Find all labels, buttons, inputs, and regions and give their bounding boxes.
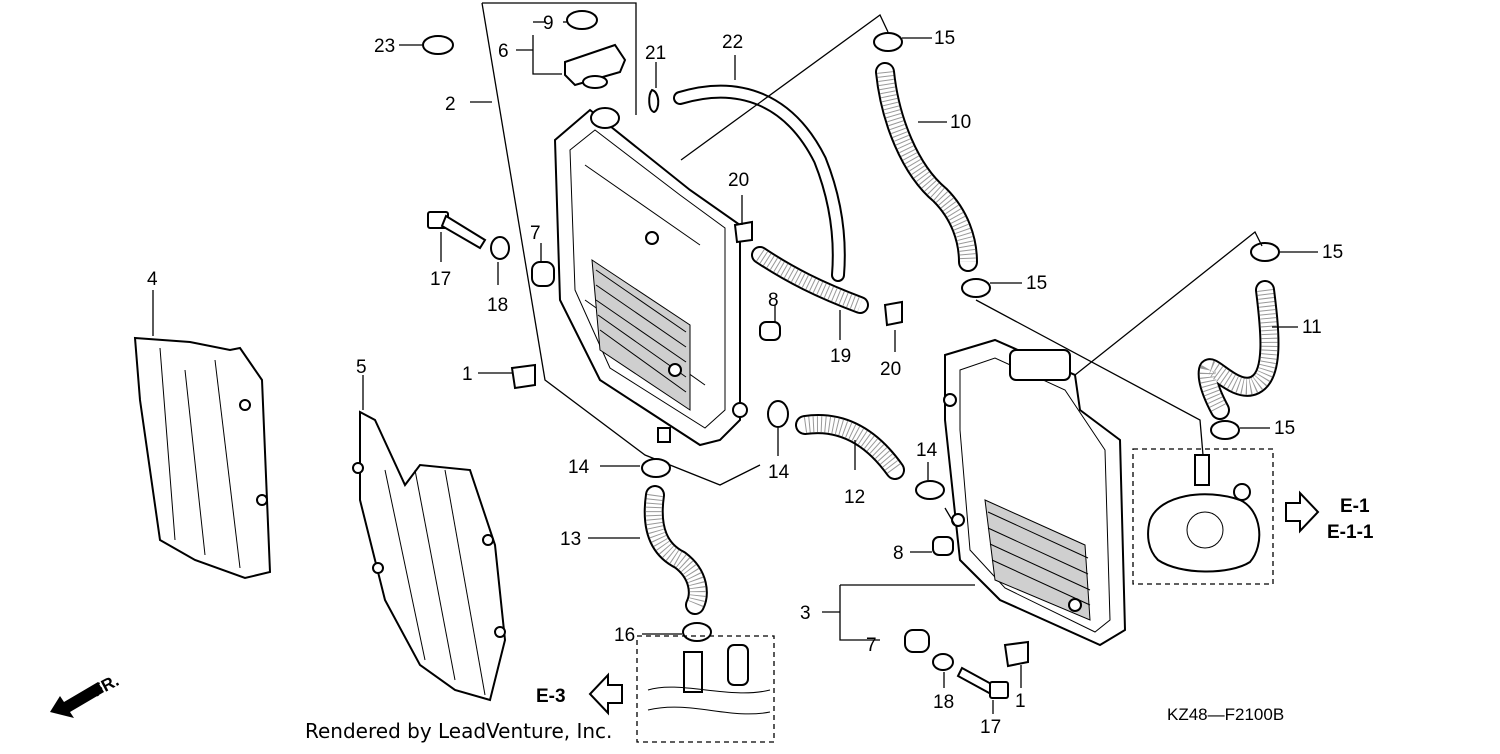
radiator-shroud[interactable] bbox=[133, 336, 272, 580]
section-references: E-1 E-1-1 E-3 bbox=[536, 496, 1374, 707]
ref-e1: E-1 bbox=[1340, 496, 1370, 517]
clip-20-bottom[interactable] bbox=[883, 300, 903, 327]
hose-22[interactable] bbox=[673, 84, 846, 282]
callout-15-d: 15 bbox=[1274, 418, 1295, 439]
cap-seal-23[interactable] bbox=[422, 35, 454, 55]
clamp-15-c[interactable] bbox=[1250, 242, 1280, 262]
front-arrow-icon bbox=[50, 682, 104, 718]
callout-18-b: 18 bbox=[933, 692, 954, 713]
washer-18-right[interactable] bbox=[932, 653, 954, 671]
callout-20-a: 20 bbox=[728, 170, 749, 191]
grommet-7-left[interactable] bbox=[531, 261, 555, 287]
callout-13: 13 bbox=[560, 529, 581, 550]
leader-lines bbox=[152, 14, 1318, 714]
ref-e1-1: E-1-1 bbox=[1327, 522, 1374, 543]
callout-3: 3 bbox=[800, 603, 811, 624]
filler-neck bbox=[590, 107, 620, 129]
ref-arrow-left bbox=[588, 672, 623, 716]
left-radiator[interactable] bbox=[553, 107, 748, 447]
left-radiator-core bbox=[591, 259, 691, 411]
cylinder-head-detail bbox=[1132, 448, 1274, 585]
callout-10: 10 bbox=[950, 112, 971, 133]
water-pump-detail bbox=[636, 635, 775, 743]
callout-1-a: 1 bbox=[462, 364, 473, 385]
callout-14-c: 14 bbox=[916, 440, 938, 461]
clamp-15-a[interactable] bbox=[873, 32, 903, 52]
hose-19[interactable] bbox=[751, 246, 869, 314]
callout-21: 21 bbox=[645, 43, 666, 64]
callout-15-a: 15 bbox=[934, 28, 955, 49]
washer-18-left[interactable] bbox=[490, 236, 510, 260]
callout-15-b: 15 bbox=[1026, 273, 1047, 294]
callout-2: 2 bbox=[445, 94, 456, 115]
callout-22: 22 bbox=[722, 32, 743, 53]
callout-8-b: 8 bbox=[893, 543, 904, 564]
callout-7-b: 7 bbox=[866, 635, 877, 656]
callout-14-a: 14 bbox=[568, 457, 590, 478]
callout-23: 23 bbox=[374, 36, 395, 57]
grommet-7-right[interactable] bbox=[904, 629, 930, 653]
bolt-17-left[interactable] bbox=[427, 211, 487, 250]
bracket-2-top bbox=[482, 2, 637, 115]
callout-14-b: 14 bbox=[768, 462, 790, 483]
radiator-louver[interactable] bbox=[352, 410, 507, 702]
clamp-15-d[interactable] bbox=[1210, 420, 1240, 440]
clamp-16[interactable] bbox=[682, 622, 712, 642]
right-radiator-core bbox=[984, 499, 1091, 621]
cap-seal-9[interactable] bbox=[566, 10, 598, 30]
callout-20-b: 20 bbox=[880, 359, 901, 380]
ref-e3: E-3 bbox=[536, 686, 566, 707]
tank-top bbox=[1009, 349, 1071, 381]
callout-18-a: 18 bbox=[487, 295, 508, 316]
hose-12[interactable] bbox=[795, 414, 905, 480]
callout-12: 12 bbox=[844, 487, 865, 508]
callout-11: 11 bbox=[1302, 317, 1322, 338]
callout-7-a: 7 bbox=[530, 223, 541, 244]
bolt-17-right[interactable] bbox=[956, 666, 1009, 699]
diagram-code: KZ48—F2100B bbox=[1167, 705, 1284, 724]
hose-10[interactable] bbox=[875, 62, 978, 272]
callout-16: 16 bbox=[614, 625, 635, 646]
callout-9: 9 bbox=[543, 13, 554, 34]
clip-20-top[interactable] bbox=[733, 220, 753, 244]
radiator-cap[interactable] bbox=[564, 43, 627, 89]
hose-13[interactable] bbox=[643, 485, 708, 615]
mount-boss bbox=[732, 402, 748, 418]
callout-17-b: 17 bbox=[980, 717, 1001, 738]
right-radiator[interactable] bbox=[943, 338, 1127, 647]
render-credit: Rendered by LeadVenture, Inc. bbox=[305, 719, 612, 743]
callout-19: 19 bbox=[830, 346, 851, 367]
bracket-2-frame bbox=[481, 2, 761, 486]
callout-15-c: 15 bbox=[1322, 242, 1343, 263]
nut-1-left[interactable] bbox=[510, 363, 536, 390]
drain-outlet bbox=[657, 427, 671, 443]
callout-labels: 23 9 6 21 22 2 15 10 20 7 17 18 8 15 15 … bbox=[147, 13, 1343, 738]
collar-8-right[interactable] bbox=[932, 536, 954, 556]
clamp-14-c[interactable] bbox=[915, 480, 945, 500]
callout-1-b: 1 bbox=[1015, 691, 1026, 712]
callout-5: 5 bbox=[356, 357, 367, 378]
clamp-15-b[interactable] bbox=[961, 278, 991, 298]
callout-17-a: 17 bbox=[430, 269, 451, 290]
callout-6: 6 bbox=[498, 41, 509, 62]
callout-8-a: 8 bbox=[768, 290, 779, 311]
clamp-14-a[interactable] bbox=[641, 458, 671, 478]
clamp-14-b[interactable] bbox=[767, 400, 789, 428]
nut-1-right[interactable] bbox=[1003, 640, 1029, 668]
callout-4: 4 bbox=[147, 269, 158, 290]
ref-arrow-right bbox=[1285, 490, 1320, 534]
hose-11[interactable] bbox=[1197, 280, 1280, 420]
collar-8-left[interactable] bbox=[759, 321, 781, 341]
clip-21[interactable] bbox=[648, 88, 660, 114]
